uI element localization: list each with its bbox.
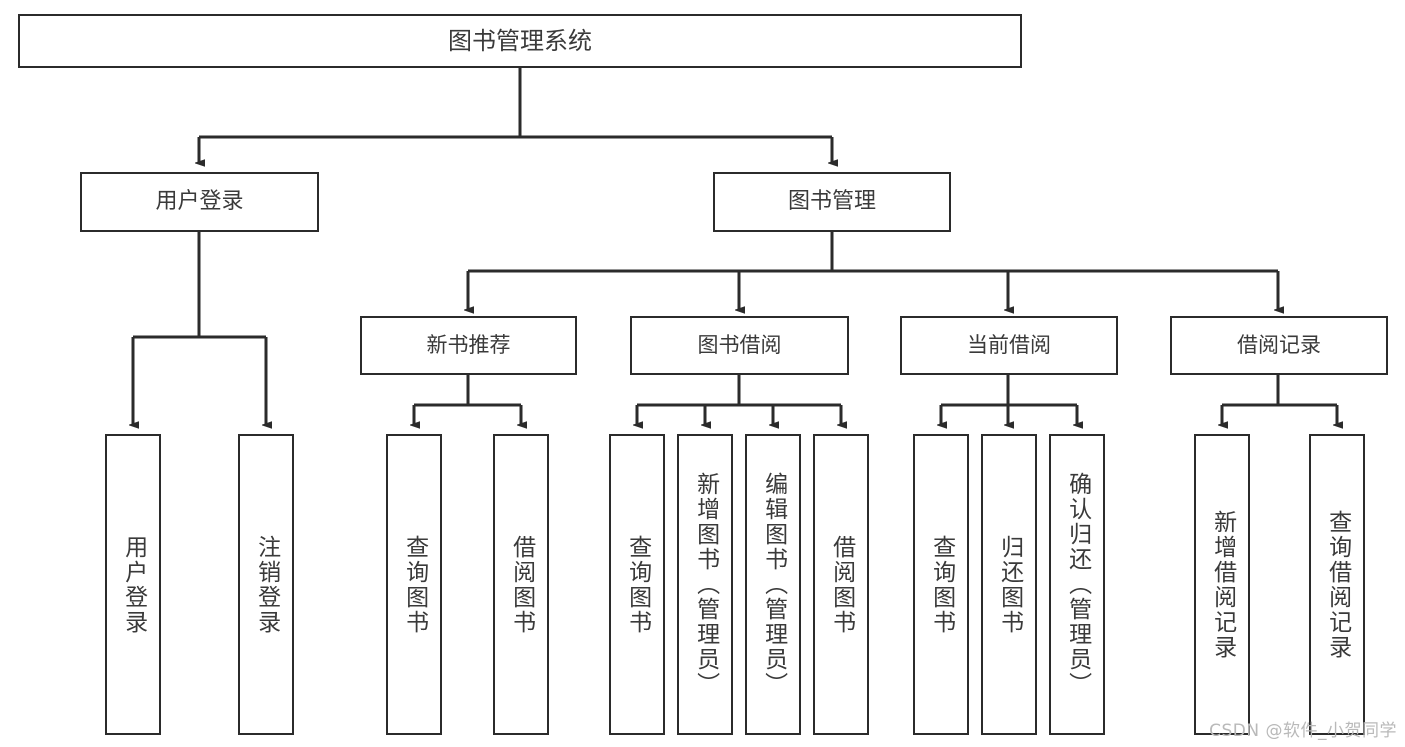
node-label: 图书管理	[787, 189, 876, 215]
node-leaf-confirm-return[interactable]: 确认归还（管理员）	[1049, 434, 1105, 735]
node-label: 图书管理系统	[448, 26, 592, 55]
node-label: 借阅图书	[508, 534, 535, 635]
node-label: 用户登录	[120, 534, 147, 635]
node-leaf-user-login[interactable]: 用户登录	[105, 434, 161, 735]
node-label: 借阅图书	[828, 534, 855, 635]
node-label: 查询图书	[624, 534, 651, 635]
node-leaf-borrow-book-1[interactable]: 借阅图书	[493, 434, 549, 735]
node-leaf-add-record[interactable]: 新增借阅记录	[1194, 434, 1250, 735]
node-user-login[interactable]: 用户登录	[80, 172, 319, 232]
watermark-text: CSDN @软件_小贺同学	[1209, 721, 1397, 741]
node-leaf-borrow-book-2[interactable]: 借阅图书	[813, 434, 869, 735]
node-current-borrow[interactable]: 当前借阅	[900, 316, 1118, 375]
node-label: 新增借阅记录	[1209, 509, 1236, 660]
node-label: 编辑图书（管理员）	[760, 472, 787, 697]
node-label: 图书借阅	[697, 333, 782, 358]
node-label: 归还图书	[996, 534, 1023, 635]
node-label: 查询图书	[928, 534, 955, 635]
node-label: 确认归还（管理员）	[1064, 472, 1091, 697]
node-book-borrow[interactable]: 图书借阅	[630, 316, 849, 375]
node-leaf-query-book-3[interactable]: 查询图书	[913, 434, 969, 735]
node-leaf-query-book-1[interactable]: 查询图书	[386, 434, 442, 735]
node-leaf-query-record[interactable]: 查询借阅记录	[1309, 434, 1365, 735]
node-leaf-logout-login[interactable]: 注销登录	[238, 434, 294, 735]
node-book-management[interactable]: 图书管理	[713, 172, 951, 232]
node-label: 查询借阅记录	[1324, 509, 1351, 660]
node-new-book-recommend[interactable]: 新书推荐	[360, 316, 577, 375]
node-borrow-record[interactable]: 借阅记录	[1170, 316, 1388, 375]
node-label: 当前借阅	[967, 333, 1051, 358]
node-root-system[interactable]: 图书管理系统	[18, 14, 1022, 68]
node-label: 注销登录	[253, 534, 280, 635]
node-leaf-add-book[interactable]: 新增图书（管理员）	[677, 434, 733, 735]
node-leaf-edit-book[interactable]: 编辑图书（管理员）	[745, 434, 801, 735]
node-leaf-return-book[interactable]: 归还图书	[981, 434, 1037, 735]
node-label: 借阅记录	[1237, 333, 1321, 358]
node-label: 新增图书（管理员）	[692, 472, 719, 697]
node-label: 查询图书	[401, 534, 428, 635]
node-leaf-query-book-2[interactable]: 查询图书	[609, 434, 665, 735]
node-label: 新书推荐	[426, 333, 511, 358]
node-label: 用户登录	[155, 189, 244, 215]
